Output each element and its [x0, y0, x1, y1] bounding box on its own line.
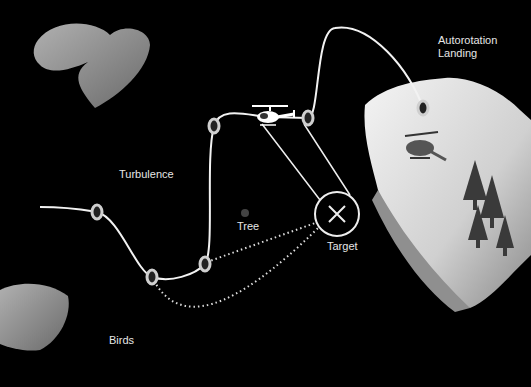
target-mark [329, 206, 345, 222]
landed-helicopter [405, 132, 446, 160]
tree-group [463, 160, 514, 256]
helicopter-icon [252, 106, 294, 125]
annotation-label: Tree [236, 220, 260, 233]
annotation-label: Birds [108, 334, 135, 347]
waypoint-group [92, 101, 428, 284]
annotation-label: Autorotation Landing [437, 34, 527, 60]
rock-formation [0, 284, 69, 351]
obstacle-dot [241, 209, 249, 217]
rock-formation [34, 24, 150, 108]
alternate-route [152, 228, 318, 307]
annotation-label: Turbulence [118, 168, 175, 181]
landing-terrain [364, 78, 531, 308]
flight-path [40, 27, 423, 279]
terrain-cliff [372, 190, 470, 312]
alternate-route [207, 222, 318, 262]
target-circle [315, 192, 359, 236]
annotation-label: Target [326, 240, 359, 253]
sensor-cone [262, 124, 350, 200]
